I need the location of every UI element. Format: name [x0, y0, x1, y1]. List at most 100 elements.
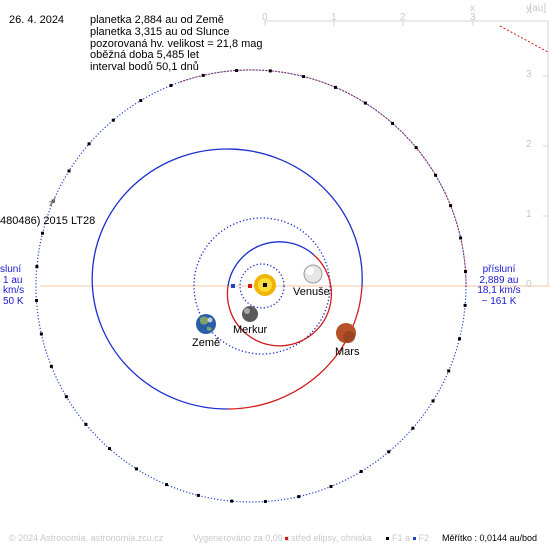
asteroid-position-dot [111, 118, 115, 122]
venus-planet [303, 264, 323, 284]
asteroid-position-dot [139, 99, 143, 102]
asteroid-position-dot [67, 169, 71, 173]
focus-f1-text: F1 a [392, 533, 411, 543]
focus-f2-text: F2 [418, 533, 430, 543]
mercury-label: Merkur [233, 324, 268, 336]
asteroid-position-dot [458, 337, 461, 341]
asteroid-position-dot [414, 146, 418, 150]
asteroid-position-dot [434, 173, 438, 177]
ellipse-legend-text: střed elipsy, ohniska [291, 533, 372, 543]
info-magnitude: pozorovaná hv. velikost = 21,8 mag [90, 37, 263, 50]
mars-label: Mars [335, 346, 360, 358]
asteroid-position-dot [329, 485, 333, 488]
venus-orbit-blue [227, 241, 315, 287]
black-dot-icon [386, 537, 389, 541]
asteroid-position-dot [464, 270, 467, 273]
asteroid-position-dot [49, 364, 53, 368]
asteroid-orbit-red-segment [179, 69, 467, 287]
asteroid-position-dot [84, 422, 88, 426]
perihelion-left-speed: km/s [3, 285, 25, 296]
asteroid-current-arc [499, 25, 549, 53]
earth-orbit [193, 217, 331, 355]
asteroid-position-dot [201, 73, 205, 77]
x-tick-label: 3 [470, 12, 476, 23]
perihelion-left-distance: 1 au [3, 274, 23, 286]
asteroid-position-dot [431, 399, 435, 403]
axis-unit-label: [au] [529, 3, 546, 14]
asteroid-position-dot [268, 69, 272, 73]
asteroid-position-dot [35, 265, 39, 269]
focus-legend: F1 a F2 [386, 533, 429, 543]
axis-y-letter: y [526, 3, 531, 14]
focus-f2-marker [231, 284, 235, 288]
asteroid-position-dot [463, 303, 467, 307]
x-tick-label: 0 [262, 12, 268, 23]
venus-label: Venuše [293, 286, 330, 298]
info-earth-distance: planetka 2,884 au od Země [90, 14, 224, 26]
asteroid-position-dot [411, 426, 415, 430]
asteroid-position-dot [165, 483, 168, 487]
perihelion-right-distance: 2,889 au [479, 274, 519, 286]
asteroid-position-dot [391, 121, 394, 125]
footer-bar: © 2024 Astronomia, astronomia.zcu.cz Vyg… [0, 533, 550, 547]
asteroid-position-dot [87, 142, 91, 146]
red-dot-icon [285, 537, 288, 541]
mars-orbit-blue [91, 148, 363, 410]
earth-cloud [207, 317, 213, 323]
earth-label: Země [192, 337, 221, 349]
generation-time-text: Vygenerováno za 0,09 s [193, 533, 290, 543]
asteroid-name-label: 480486) 2015 LT28 [0, 215, 96, 227]
asteroid-position-dot [387, 450, 391, 454]
asteroid-info: planetka 2,884 au od Země planetka 3,315… [90, 14, 263, 73]
asteroid-position-dot [35, 299, 38, 302]
mercury-highlight [244, 308, 250, 314]
info-point-interval: interval bodů 50,1 dnů [90, 61, 199, 74]
x-tick-label: 2 [400, 12, 406, 23]
earth-land [200, 316, 212, 331]
asteroid-position-dot [447, 369, 451, 373]
ellipse-legend: střed elipsy, ohniska [285, 533, 372, 543]
perihelion-right-block: přísluní 2,889 au 18,1 km/s ~ 161 K [474, 264, 524, 307]
y-tick-label: 0 [526, 279, 532, 290]
blue-dot-icon [412, 537, 416, 541]
asteroid-position-dot [263, 500, 267, 503]
asteroid-marker [48, 197, 56, 207]
venus-orbit-red [226, 254, 333, 347]
asteroid-position-dot [41, 231, 44, 235]
asteroid-position-dot [135, 467, 139, 471]
asteroid-position-dot [449, 204, 453, 208]
asteroid-position-dots [35, 69, 467, 503]
perihelion-left-block: sluní 1 au km/s 50 K [0, 264, 25, 307]
focus-f1-marker [263, 283, 267, 287]
asteroid-position-dot [459, 236, 463, 240]
scale-text: Měřítko : 0,0144 au/bod [442, 533, 538, 543]
info-sun-distance: planetka 3,315 au od Slunce [90, 25, 230, 38]
y-tick-label: 1 [526, 209, 532, 220]
mars-orbit-red [227, 285, 363, 410]
asteroid-position-dot [64, 395, 68, 399]
info-period: oběžná doba 5,485 let [90, 49, 199, 62]
perihelion-right-temperature: ~ 161 K [481, 295, 517, 307]
asteroid-position-dot [302, 75, 306, 79]
axis-x-letter: x [470, 3, 475, 14]
perihelion-right-title: přísluní [482, 264, 516, 275]
asteroid-position-dot [108, 447, 111, 451]
mars-shade [343, 331, 355, 343]
venus-highlight [306, 267, 314, 275]
perihelion-left-title: sluní [0, 264, 22, 275]
asteroid-position-dot [230, 499, 234, 503]
asteroid-position-dot [169, 84, 173, 87]
mercury-orbit [239, 263, 285, 309]
x-tick-label: 1 [331, 12, 337, 23]
asteroid-position-dot [235, 69, 239, 72]
asteroid-position-dot [363, 101, 367, 105]
axis-frame [264, 20, 549, 287]
y-tick-label: 3 [526, 69, 532, 80]
asteroid-position-dot [196, 493, 200, 497]
asteroid-position-dot [334, 85, 337, 89]
perihelion-right-speed: 18,1 km/s [477, 285, 521, 296]
date-label: 26. 4. 2024 [9, 14, 65, 26]
y-tick-label: 2 [526, 139, 532, 150]
asteroid-position-dot [359, 470, 363, 473]
